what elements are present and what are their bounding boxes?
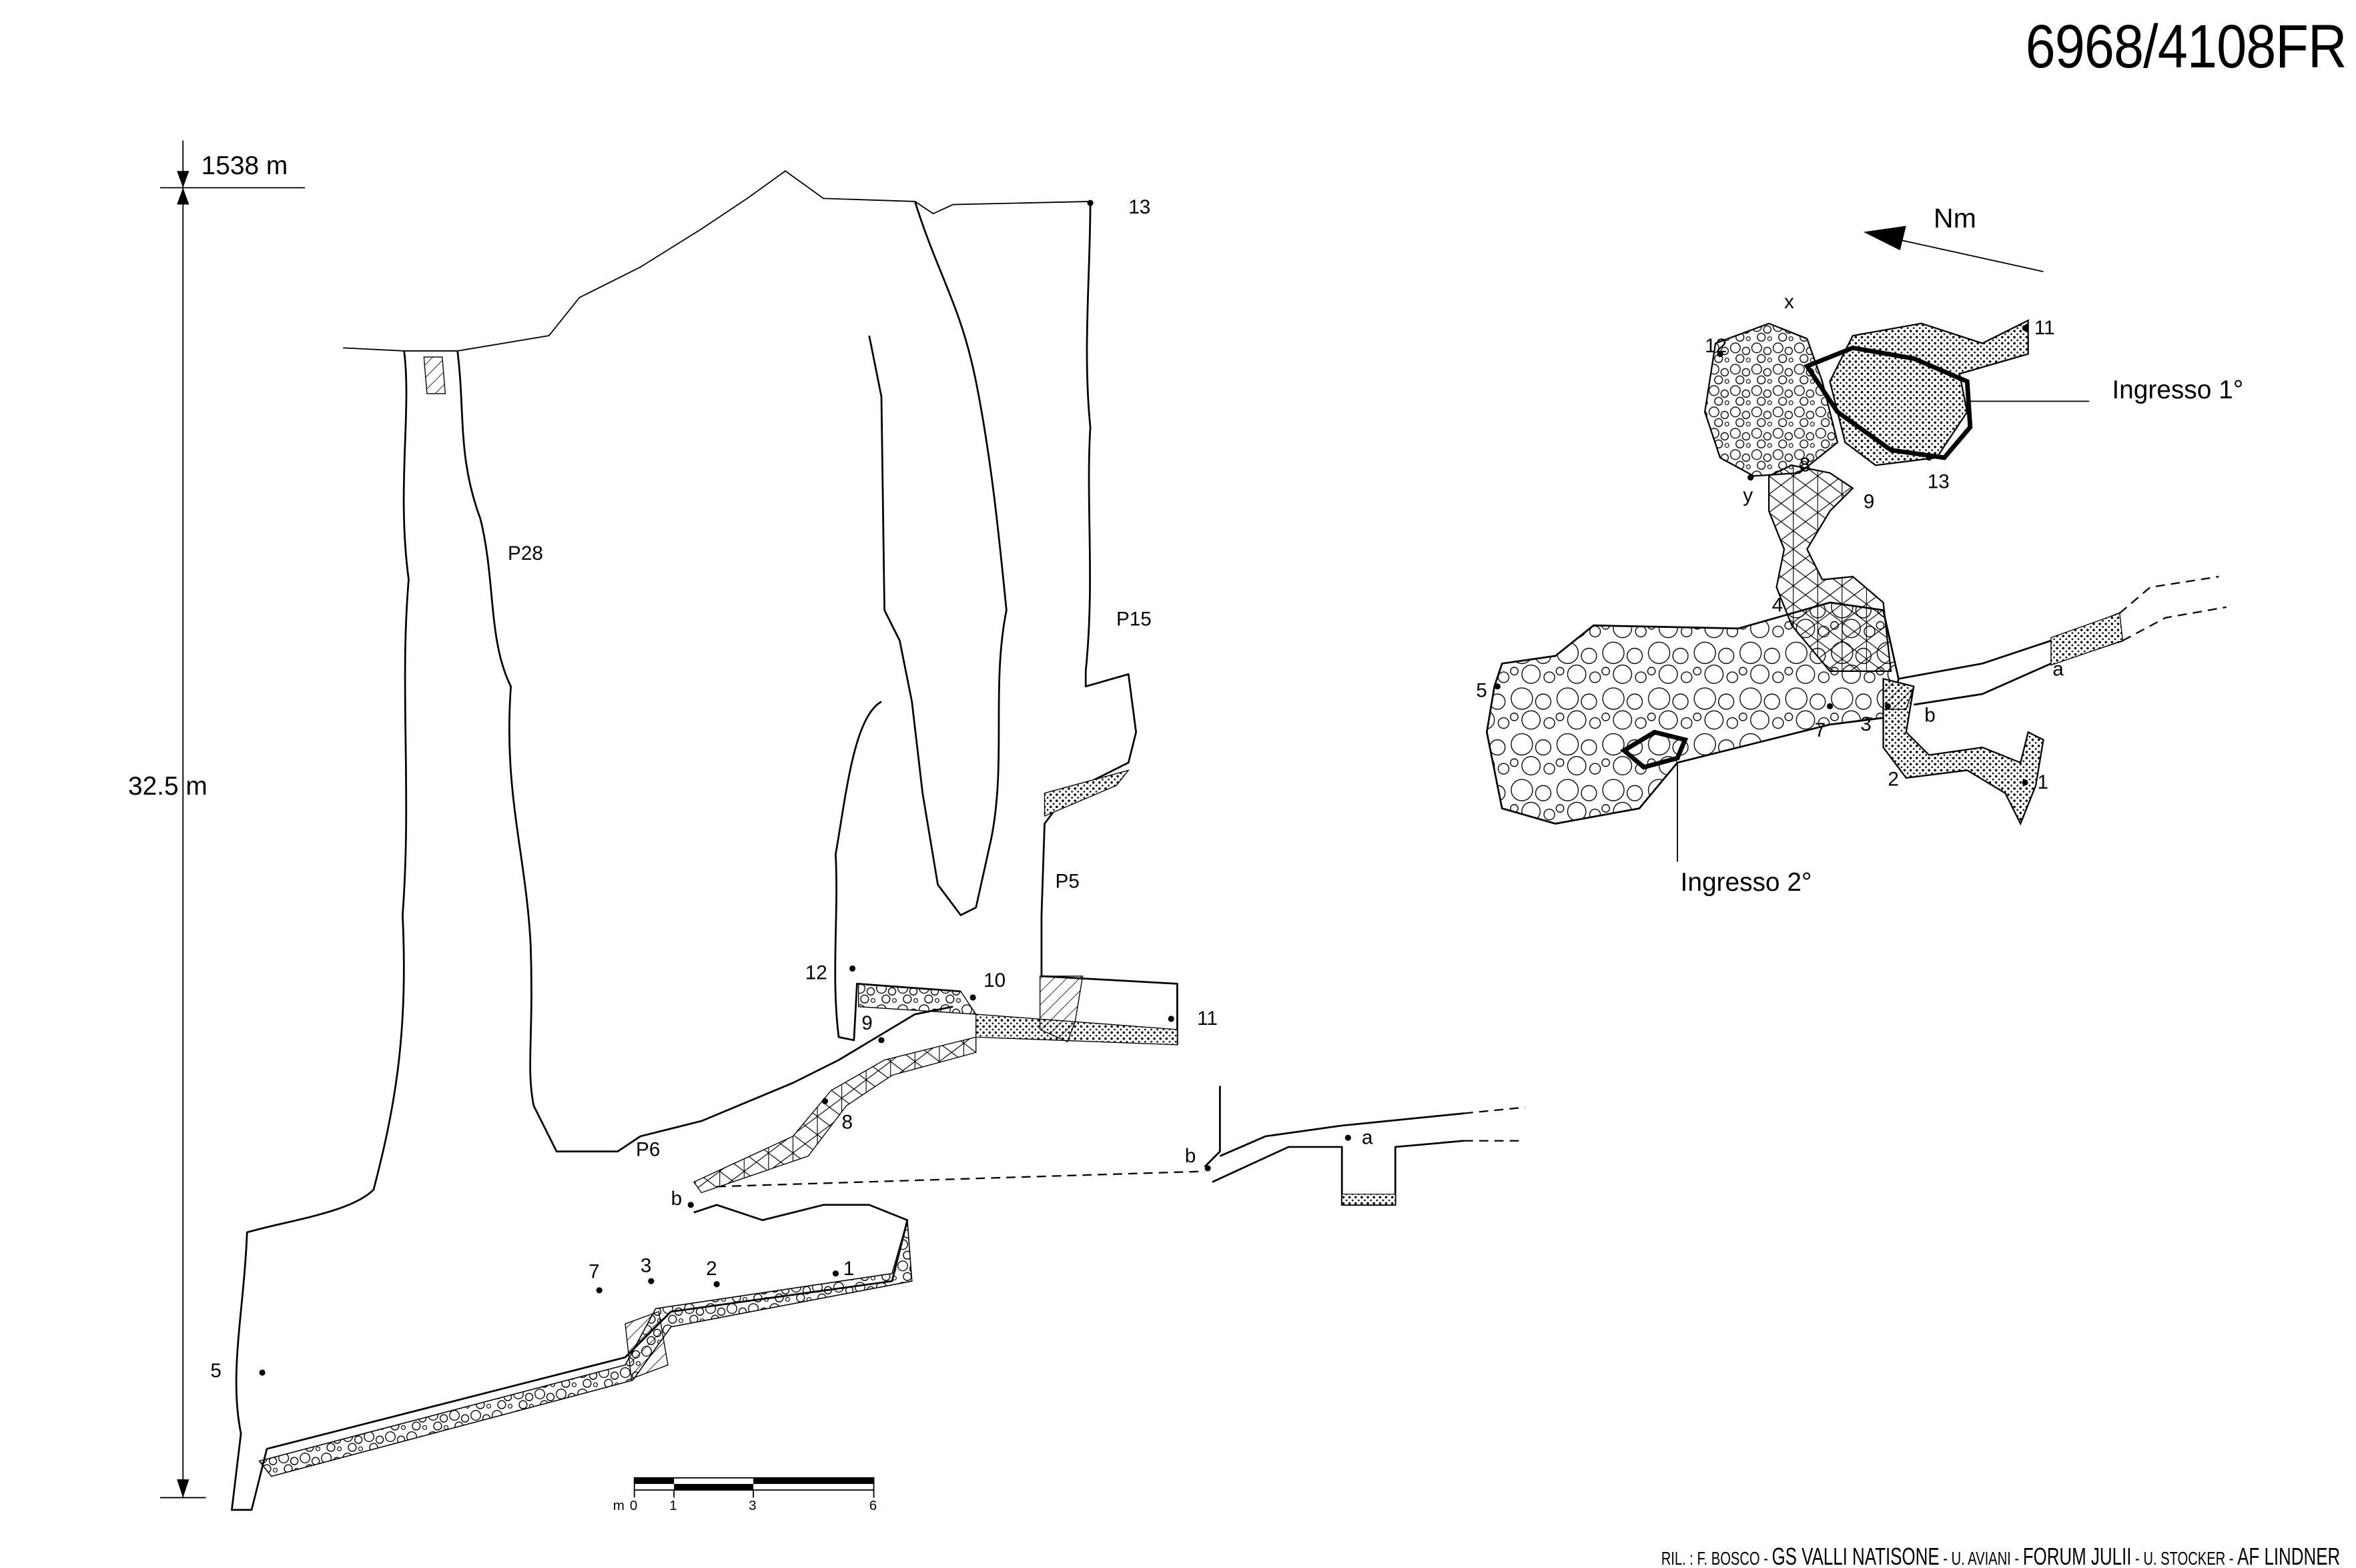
survey-credits: RIL. : F. BOSCO - GS VALLI NATISONE - U.… [1661,1543,2340,1568]
shaft-p28-outline [231,350,909,1511]
plan-station-4: 4 [1772,595,1784,617]
entrance-block [423,356,446,394]
branch-a-sediment [1341,1194,1396,1206]
plan-station-y: y [1743,484,1753,506]
surface-line [343,170,1091,352]
north-arrow: Nm [1863,203,2044,272]
entrance-2-outline [1620,729,1689,770]
plan-station-7: 7 [1815,719,1826,741]
boulder-fill [858,983,977,1015]
north-label: Nm [1934,203,1976,234]
station-7: 7 [588,1260,600,1282]
scale-bar: m 0 1 3 6 [613,1477,877,1513]
upper-chamber-boulders [1703,322,1839,477]
scale-tick-6: 6 [869,1498,877,1513]
plan-station-13: 13 [1928,471,1950,493]
shaft-p15-outline [1040,201,1178,1045]
station-a: a [1362,1126,1373,1148]
plan-station-b: b [1924,704,1936,726]
station-2: 2 [706,1258,717,1280]
credits-surveyor: RIL. : F. BOSCO - [1661,1548,1772,1568]
station-3: 3 [641,1254,652,1276]
station-b-projected: b [1185,1145,1196,1167]
north-arrow-icon [1863,226,1906,251]
plan-station-a: a [2052,659,2064,681]
section-station-dots [259,200,1351,1376]
shaft-p5-side [834,701,961,1042]
station-8: 8 [842,1112,853,1134]
plan-station-5: 5 [1476,680,1487,702]
station-12: 12 [805,962,827,984]
plan-station-9: 9 [1864,490,1875,512]
shaft-p28-inner [456,350,953,1153]
sediment [1044,769,1130,817]
branch-a-continuation-plan [2119,576,2227,642]
credits-group-2: FORUM JULII [2022,1543,2132,1568]
station-13: 13 [1128,196,1150,218]
plan-station-3: 3 [1860,713,1872,735]
plan-station-12: 12 [1705,335,1727,357]
station-1: 1 [843,1258,855,1280]
branch-1-passage [1882,677,2044,826]
credits-group-1: GS VALLI NATISONE [1772,1543,1940,1568]
plan-station-dots [1494,325,2028,786]
boulder-floor [258,1220,913,1477]
entrance-1-outline [1804,345,1973,460]
main-chamber-boulders [1485,601,1900,825]
sediment-floor [975,1014,1178,1046]
credits-surveyor-3: - U. STOCKER - [2131,1548,2237,1568]
scale-unit: m [613,1498,625,1513]
cadastre-number: 6968/4108FR [2026,13,2347,81]
scale-tick-3: 3 [749,1498,756,1513]
scale-tick-1: 1 [669,1498,677,1513]
shaft-label-p15: P15 [1116,608,1152,630]
section-view: 1538 m 32.5 m [128,140,1525,1511]
shaft-label-p28: P28 [508,542,543,564]
block-fill [693,1036,977,1194]
plan-station-8: 8 [1800,454,1811,476]
plan-view: Nm Ingresso 1° Ingresso 2° [1476,203,2243,897]
station-5: 5 [210,1360,222,1382]
rock-block [1039,975,1084,1043]
entrance-1-label: Ingresso 1° [2112,376,2243,404]
rock-block-2 [625,1310,669,1380]
station-10: 10 [984,969,1006,992]
projection-line [717,1170,1205,1188]
rock-pillar [868,201,1008,916]
station-b: b [671,1188,683,1210]
entrance-2-label: Ingresso 2° [1681,868,1812,897]
total-depth: 32.5 m [128,772,208,801]
branch-a-sediment-plan [2050,613,2124,666]
plan-station-2: 2 [1888,768,1899,790]
plan-station-1: 1 [2037,771,2048,793]
depth-scale: 1538 m 32.5 m [128,140,306,1499]
upper-chamber-sediment [1829,319,2029,466]
shaft-label-p6: P6 [636,1139,660,1161]
branch-a-continuation [1463,1106,1525,1142]
credits-surveyor-2: - U. AVIANI - [1939,1548,2023,1568]
branch-a-passage [1204,1086,1465,1206]
shaft-label-p5: P5 [1056,870,1080,892]
plan-station-11: 11 [2034,317,2055,339]
plan-station-x: x [1784,291,1794,313]
credits-group-3: AF LINDNER [2237,1543,2340,1568]
station-11: 11 [1197,1008,1218,1030]
station-9: 9 [861,1012,873,1034]
entrance-elevation: 1538 m [202,151,288,180]
branch-block [1882,678,1915,710]
scale-tick-0: 0 [630,1498,637,1513]
